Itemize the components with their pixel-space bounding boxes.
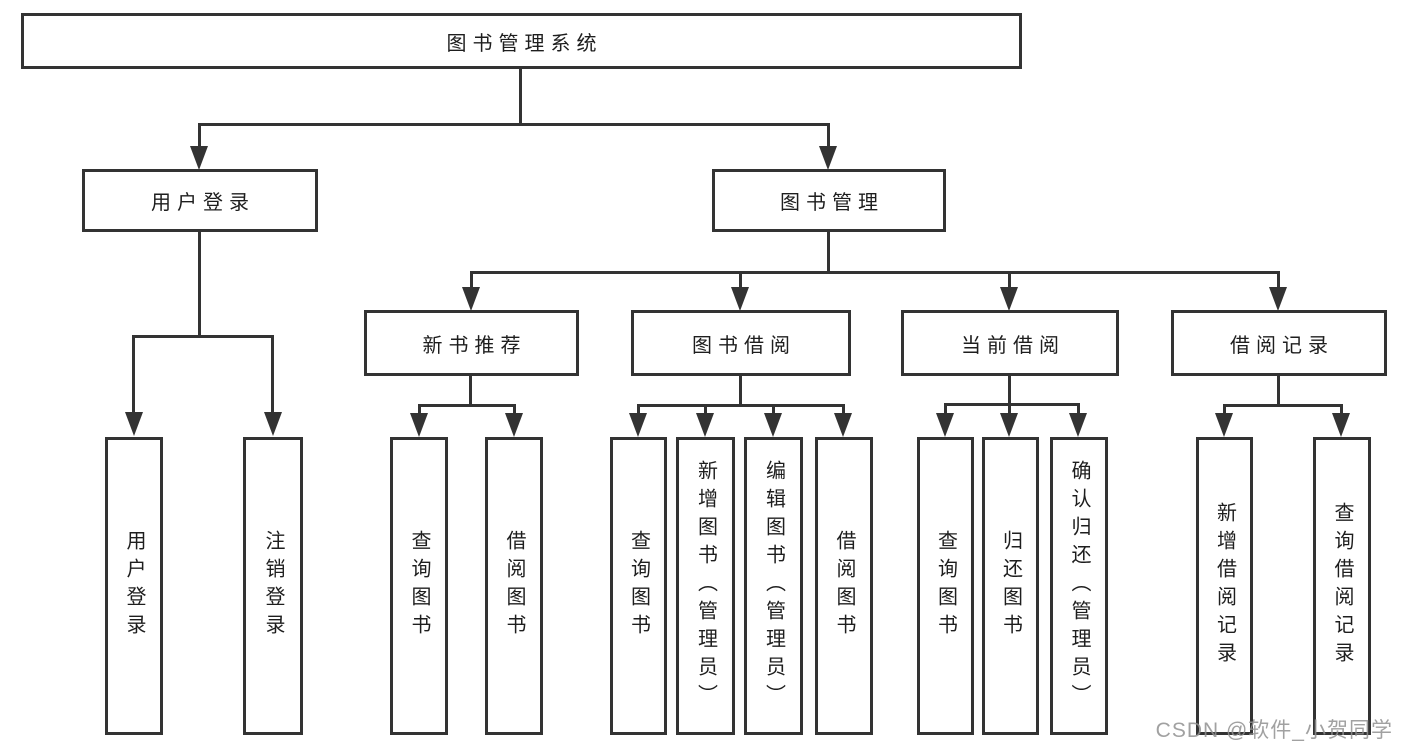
arrowhead xyxy=(819,146,837,170)
connector-drop-leaf-user-login xyxy=(132,335,135,415)
arrowhead xyxy=(190,146,208,170)
leaf-user-login: 用户登录 xyxy=(105,437,163,735)
arrowhead xyxy=(1000,413,1018,437)
connector-drop xyxy=(418,404,421,418)
leaf-cb-return-book: 归还图书 xyxy=(982,437,1039,735)
connector-borrow-record-hline xyxy=(1223,404,1342,407)
leaf-bb-borrow-book: 借阅图书 xyxy=(815,437,873,735)
node-book-management: 图书管理 xyxy=(712,169,946,232)
connector-root-hline xyxy=(198,123,830,126)
connector-drop xyxy=(1223,404,1226,418)
arrowhead xyxy=(1215,413,1233,437)
node-root: 图书管理系统 xyxy=(21,13,1022,69)
arrowhead xyxy=(696,413,714,437)
connector-current-borrow-stem xyxy=(1008,376,1011,406)
leaf-cb-confirm-return-admin: 确认归还（管理员） xyxy=(1050,437,1108,735)
connector-new-book-recommend-stem xyxy=(469,376,472,407)
arrowhead xyxy=(264,412,282,436)
connector-drop xyxy=(944,403,947,417)
connector-drop xyxy=(513,404,516,418)
arrowhead xyxy=(505,413,523,437)
connector-user-login-hline xyxy=(132,335,274,338)
arrowhead xyxy=(1269,287,1287,311)
connector-drop-new-book-recommend xyxy=(470,271,473,293)
connector-book-borrow-hline xyxy=(637,404,845,407)
arrowhead xyxy=(1069,413,1087,437)
connector-drop-borrow-record xyxy=(1277,271,1280,293)
leaf-bb-add-book-admin: 新增图书（管理员） xyxy=(676,437,735,735)
connector-drop xyxy=(1340,404,1343,418)
connector-root-stem xyxy=(519,69,522,125)
arrowhead xyxy=(1332,413,1350,437)
connector-drop-book-management xyxy=(827,123,830,151)
arrowhead xyxy=(629,413,647,437)
connector-borrow-record-stem xyxy=(1277,376,1280,407)
connector-drop xyxy=(772,404,775,418)
connector-drop xyxy=(842,404,845,418)
leaf-nb-borrow-book: 借阅图书 xyxy=(485,437,543,735)
node-borrow-record: 借阅记录 xyxy=(1171,310,1387,376)
connector-drop-user-login xyxy=(198,123,201,151)
connector-new-book-recommend-hline xyxy=(418,404,516,407)
arrowhead xyxy=(125,412,143,436)
arrowhead xyxy=(1000,287,1018,311)
leaf-bb-edit-book-admin: 编辑图书（管理员） xyxy=(744,437,803,735)
arrowhead xyxy=(834,413,852,437)
arrowhead xyxy=(731,287,749,311)
arrowhead xyxy=(462,287,480,311)
connector-drop xyxy=(637,404,640,418)
node-user-login: 用户登录 xyxy=(82,169,318,232)
node-book-borrow: 图书借阅 xyxy=(631,310,851,376)
arrowhead xyxy=(410,413,428,437)
connector-drop xyxy=(1008,403,1011,417)
connector-drop-book-borrow xyxy=(739,271,742,293)
connector-drop xyxy=(704,404,707,418)
connector-user-login-stem xyxy=(198,232,201,338)
leaf-nb-query-book: 查询图书 xyxy=(390,437,448,735)
node-current-borrow: 当前借阅 xyxy=(901,310,1119,376)
leaf-br-query-record: 查询借阅记录 xyxy=(1313,437,1371,735)
connector-drop-leaf-logout xyxy=(271,335,274,415)
connector-book-borrow-stem xyxy=(739,376,742,407)
connector-book-management-hline xyxy=(470,271,1280,274)
arrowhead xyxy=(936,413,954,437)
connector-current-borrow-hline xyxy=(944,403,1080,406)
leaf-logout: 注销登录 xyxy=(243,437,303,735)
arrowhead xyxy=(764,413,782,437)
node-new-book-recommend: 新书推荐 xyxy=(364,310,579,376)
leaf-bb-query-book: 查询图书 xyxy=(610,437,667,735)
connector-drop xyxy=(1077,403,1080,417)
connector-book-management-stem xyxy=(827,232,830,274)
csdn-watermark: CSDN @软件_小贺同学 xyxy=(1155,719,1393,742)
connector-drop-current-borrow xyxy=(1008,271,1011,293)
leaf-br-add-record: 新增借阅记录 xyxy=(1196,437,1253,735)
leaf-cb-query-book: 查询图书 xyxy=(917,437,974,735)
